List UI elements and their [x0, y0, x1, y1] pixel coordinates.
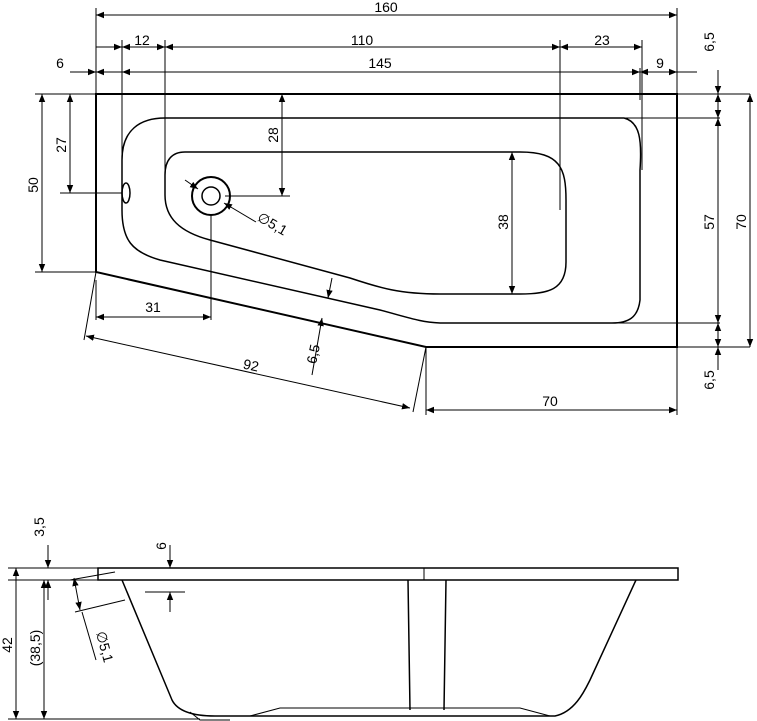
dim-left-offset: 12 [134, 32, 150, 48]
dim-total-height: 42 [0, 637, 15, 653]
dim-bottom-straight: 70 [542, 393, 558, 409]
dim-right-edge: 9 [656, 55, 664, 71]
dim-left-width: 50 [25, 177, 41, 193]
dim-rim-length: 145 [368, 55, 392, 71]
top-view: 160 12 110 23 6 145 9 6,5 57 70 6,5 50 2… [25, 0, 754, 415]
dim-rim-inset: 6 [153, 542, 169, 550]
dim-inner-length: 110 [351, 32, 374, 48]
dim-drain-from-left: 31 [145, 299, 161, 315]
inner-basin [121, 117, 642, 324]
drain-hole [201, 186, 221, 206]
drain-well [164, 151, 567, 295]
dim-drain-offset-y: 27 [53, 137, 69, 153]
dim-drain-from-top: 28 [265, 127, 281, 143]
dim-top-rim: 6,5 [701, 32, 717, 52]
tub-feet [189, 707, 551, 721]
dim-overall-width: 70 [733, 214, 749, 230]
dim-inner-width: 57 [701, 214, 717, 230]
dim-right-offset: 23 [594, 32, 610, 48]
dim-bottom-rim: 6,5 [701, 370, 717, 390]
dim-slanted-length: 92 [242, 356, 261, 375]
dim-slanted-rim: 6,5 [303, 343, 323, 366]
rim-slab [97, 567, 679, 581]
dim-overall-length: 160 [374, 0, 398, 15]
dim-rim-thickness: 3,5 [31, 517, 47, 537]
dim-basin-width: 38 [495, 214, 511, 230]
dim-overflow-diameter: ∅5,1 [93, 629, 117, 664]
dim-inner-height: (38,5) [27, 630, 43, 667]
tub-body [121, 579, 637, 717]
dim-left-edge: 6 [56, 55, 64, 71]
support-bracket [407, 579, 447, 711]
overflow-slot [121, 182, 131, 204]
tub-outline [95, 93, 678, 348]
drain-outer-ring [191, 176, 231, 216]
side-view: 3,5 6 42 (38,5) ∅5,1 [0, 517, 679, 721]
dim-drain-diameter: ∅5,1 [255, 209, 291, 239]
